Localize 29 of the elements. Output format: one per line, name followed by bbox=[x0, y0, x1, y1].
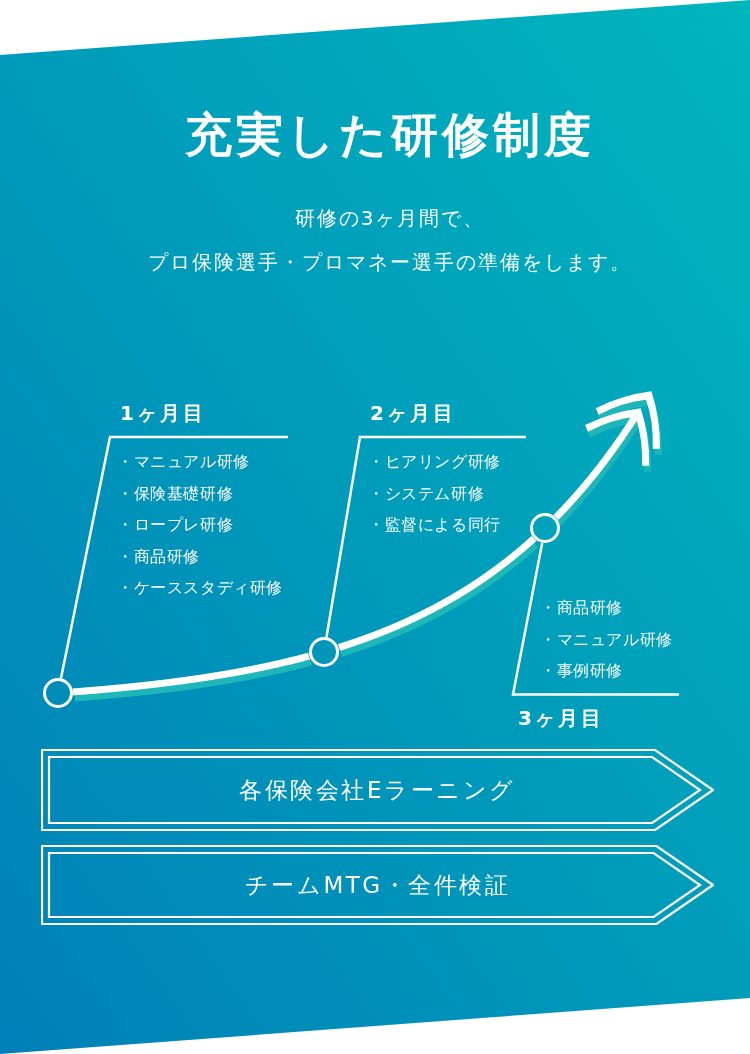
page-title: 充実した研修制度 bbox=[185, 106, 595, 164]
leader-line bbox=[511, 542, 679, 696]
month-heading: 2ヶ月目 bbox=[370, 400, 456, 427]
arrow-banner bbox=[41, 749, 714, 831]
training-item: ・ロープレ研修 bbox=[117, 514, 234, 536]
subtitle-text: 研修の3ヶ月間で、 bbox=[294, 205, 486, 232]
training-item: ・商品研修 bbox=[540, 597, 623, 619]
training-item: ・マニュアル研修 bbox=[540, 628, 673, 651]
training-item: ・保険基礎研修 bbox=[117, 482, 234, 505]
banner-text: 各保険会社Eラーニング bbox=[239, 776, 516, 805]
month-heading: 1ヶ月目 bbox=[120, 400, 206, 427]
training-item: ・システム研修 bbox=[368, 482, 485, 505]
arrow-banner bbox=[41, 845, 714, 925]
training-item: ・ヒアリング研修 bbox=[368, 451, 501, 473]
leader-line bbox=[59, 435, 288, 679]
timeline-line bbox=[336, 535, 537, 651]
subtitle-text: プロ保険選手・プロマネー選手の準備をします。 bbox=[148, 249, 632, 276]
training-item: ・監督による同行 bbox=[368, 514, 501, 536]
training-item: ・事例研修 bbox=[540, 660, 623, 682]
milestone-ring bbox=[43, 678, 73, 708]
training-item: ・商品研修 bbox=[117, 545, 200, 568]
milestone-ring bbox=[530, 513, 560, 544]
leader-line bbox=[325, 435, 526, 638]
training-item: ・ケーススタディ研修 bbox=[117, 577, 283, 599]
timeline-line bbox=[70, 652, 312, 696]
month-heading: 3ヶ月目 bbox=[518, 704, 604, 732]
milestone-ring bbox=[309, 636, 339, 667]
training-item: ・マニュアル研修 bbox=[117, 451, 250, 473]
banner-text: チームMTG・全件検証 bbox=[244, 871, 511, 900]
